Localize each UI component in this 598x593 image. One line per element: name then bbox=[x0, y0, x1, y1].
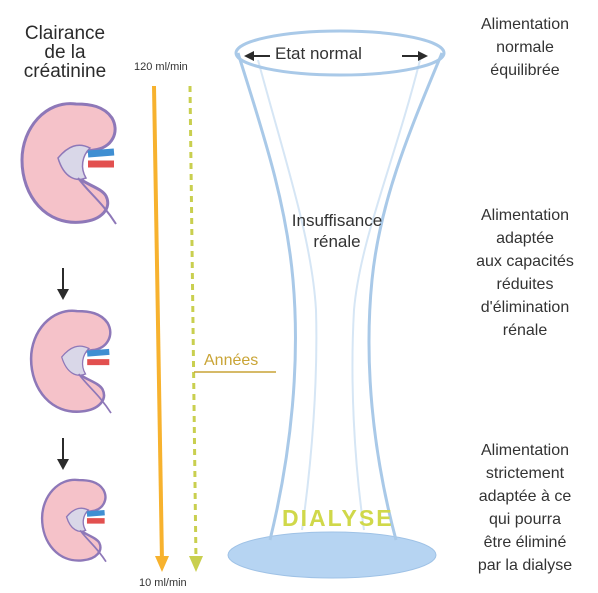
diet-line: être éliminé bbox=[456, 531, 594, 554]
insuffisance-renale-label: Insuffisance rénale bbox=[272, 210, 402, 252]
diet-line: rénale bbox=[456, 319, 594, 342]
clearance-arrow-solid bbox=[154, 86, 169, 572]
diet-line: strictement bbox=[456, 462, 594, 485]
dialyse-label: DIALYSE bbox=[282, 505, 394, 532]
diet-line: Alimentation bbox=[456, 439, 594, 462]
etat-normal-label: Etat normal bbox=[275, 44, 362, 64]
diet-line: par la dialyse bbox=[456, 554, 594, 577]
diet-line: qui pourra bbox=[456, 508, 594, 531]
diet-line: équilibrée bbox=[456, 59, 594, 82]
diet-line: réduites bbox=[456, 273, 594, 296]
funnel-left-wall bbox=[238, 53, 295, 540]
years-arrow-dashed bbox=[189, 86, 276, 572]
arrow-down-icon bbox=[57, 438, 69, 470]
diet-normal: Alimentation normale équilibrée bbox=[456, 13, 594, 82]
funnel-base bbox=[228, 532, 436, 578]
kidney-icon bbox=[31, 311, 111, 413]
insuffisance-line-2: rénale bbox=[272, 231, 402, 252]
diet-line: adaptée bbox=[456, 227, 594, 250]
diet-dialysis: Alimentation strictement adaptée à ce qu… bbox=[456, 439, 594, 577]
diet-line: adaptée à ce bbox=[456, 485, 594, 508]
diet-line: Alimentation bbox=[456, 13, 594, 36]
annees-label: Années bbox=[204, 352, 258, 370]
diet-line: Alimentation bbox=[456, 204, 594, 227]
funnel-right-wall bbox=[369, 53, 442, 540]
diet-line: aux capacités bbox=[456, 250, 594, 273]
diet-adapted: Alimentation adaptée aux capacités rédui… bbox=[456, 204, 594, 342]
arrow-down-icon bbox=[57, 268, 69, 300]
scale-bottom-label: 10 ml/min bbox=[139, 577, 187, 589]
kidney-icon bbox=[42, 480, 106, 562]
kidney-icon bbox=[22, 104, 116, 224]
insuffisance-line-1: Insuffisance bbox=[272, 210, 402, 231]
scale-top-label: 120 ml/min bbox=[134, 61, 188, 73]
diet-line: d'élimination bbox=[456, 296, 594, 319]
diet-line: normale bbox=[456, 36, 594, 59]
